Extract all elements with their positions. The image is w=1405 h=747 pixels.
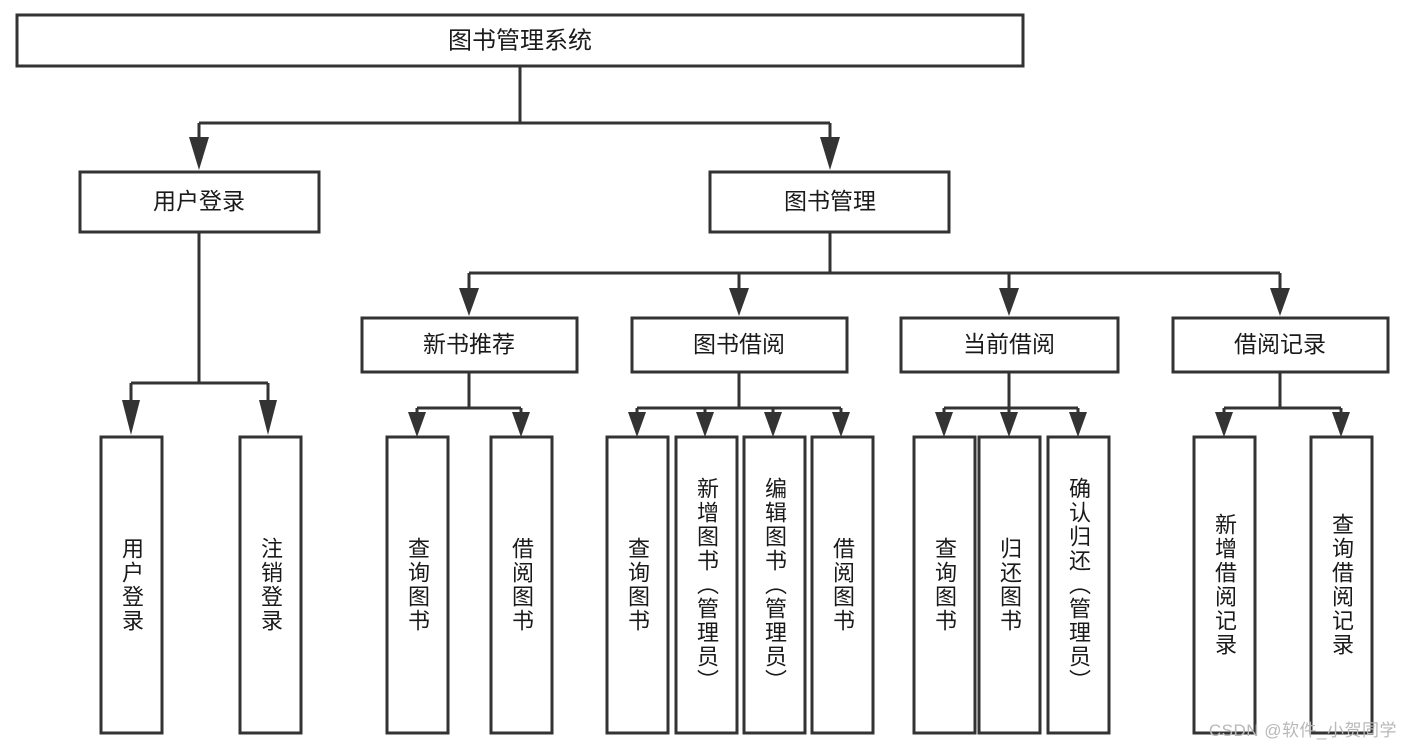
book-management-label: 图书管理 (784, 188, 876, 214)
arrow-head-borrow-record (1270, 288, 1290, 316)
leaf-bb-borrow-book-label: 借阅图书 (830, 537, 856, 633)
leaf-logout-label: 注销登录 (258, 537, 284, 633)
leaf-bb-query-book-label: 查询图书 (625, 537, 651, 633)
arrow-head-cb-leaf-1 (935, 412, 953, 437)
arrow-head-book-borrow (729, 288, 749, 316)
current-borrow-label: 当前借阅 (963, 331, 1055, 357)
leaf-cb-confirm-return-box (1046, 435, 1111, 735)
arrow-head-nb-leaf-2 (512, 412, 530, 437)
arrow-head-user-login (189, 137, 209, 170)
node-book-borrow[interactable]: 图书借阅 (630, 316, 849, 374)
leaf-bb-add-book-box (674, 435, 739, 735)
connectors-borrow-record-to-leaves (1215, 372, 1350, 437)
connectors-book-borrow-to-leaves (628, 372, 850, 437)
connectors-book-mgmt-to-level3 (459, 232, 1290, 316)
node-book-management[interactable]: 图书管理 (708, 170, 951, 234)
new-book-recommend-box (360, 316, 579, 374)
connectors-user-login-to-leaves (122, 232, 277, 435)
leaf-bb-edit-book-label: 编辑图书（管理员） (762, 477, 788, 693)
leaf-cb-return-book-label: 归还图书 (997, 537, 1023, 633)
user-login-label: 用户登录 (153, 188, 245, 214)
node-root-book-management-system[interactable]: 图书管理系统 (15, 13, 1025, 68)
leaf-node-bb-edit-book[interactable]: 编辑图书（管理员） (742, 435, 807, 735)
leaf-node-cb-return-book[interactable]: 归还图书 (977, 435, 1042, 735)
leaf-bb-edit-book-box (742, 435, 807, 735)
leaf-node-bb-borrow-book[interactable]: 借阅图书 (810, 435, 875, 735)
book-management-box (708, 170, 951, 234)
leaf-nb-query-book-box (385, 435, 450, 735)
connectors-current-borrow-to-leaves (935, 372, 1087, 437)
leaf-node-user-login[interactable]: 用户登录 (99, 435, 164, 735)
leaf-br-add-record-box (1192, 435, 1257, 735)
borrow-record-label: 借阅记录 (1234, 331, 1326, 357)
leaf-logout-box (238, 435, 303, 735)
arrow-head-cb-leaf-2 (1000, 412, 1018, 437)
leaf-node-nb-query-book[interactable]: 查询图书 (385, 435, 450, 735)
book-borrow-box (630, 316, 849, 374)
leaf-node-logout[interactable]: 注销登录 (238, 435, 303, 735)
leaf-node-cb-query-book[interactable]: 查询图书 (912, 435, 977, 735)
arrow-head-leaf-user-login (122, 400, 140, 435)
node-current-borrow[interactable]: 当前借阅 (899, 316, 1120, 374)
leaf-br-add-record-label: 新增借阅记录 (1212, 513, 1238, 657)
arrow-head-bb-leaf-3 (764, 412, 782, 437)
arrow-head-book-mgmt (820, 137, 840, 170)
leaf-user-login-label: 用户登录 (119, 537, 145, 633)
current-borrow-box (899, 316, 1120, 374)
arrow-head-bb-leaf-1 (628, 412, 646, 437)
leaf-br-query-record-label: 查询借阅记录 (1329, 513, 1355, 657)
new-book-recommend-label: 新书推荐 (423, 331, 515, 357)
node-new-book-recommend[interactable]: 新书推荐 (360, 316, 579, 374)
leaf-nb-query-book-label: 查询图书 (405, 537, 431, 633)
leaf-node-cb-confirm-return[interactable]: 确认归还（管理员） (1046, 435, 1111, 735)
arrow-head-new-book (459, 288, 479, 316)
leaf-bb-query-book-box (605, 435, 670, 735)
node-user-login[interactable]: 用户登录 (78, 170, 321, 234)
leaf-node-br-query-record[interactable]: 查询借阅记录 (1309, 435, 1374, 735)
leaf-node-nb-borrow-book[interactable]: 借阅图书 (489, 435, 554, 735)
arrow-head-leaf-logout (259, 400, 277, 435)
leaf-cb-query-book-label: 查询图书 (932, 537, 958, 633)
root-box (15, 13, 1025, 68)
arrow-head-br-leaf-1 (1215, 412, 1233, 437)
leaf-bb-add-book-label: 新增图书（管理员） (694, 477, 720, 693)
connectors-new-book-to-leaves (408, 372, 530, 437)
user-login-box (78, 170, 321, 234)
root-label: 图书管理系统 (448, 27, 592, 54)
arrow-head-nb-leaf-1 (408, 412, 426, 437)
arrow-head-cb-leaf-3 (1069, 412, 1087, 437)
leaf-bb-borrow-book-box (810, 435, 875, 735)
leaf-nb-borrow-book-box (489, 435, 554, 735)
leaf-node-bb-add-book[interactable]: 新增图书（管理员） (674, 435, 739, 735)
leaf-node-bb-query-book[interactable]: 查询图书 (605, 435, 670, 735)
book-borrow-label: 图书借阅 (693, 331, 785, 357)
leaf-cb-return-book-box (977, 435, 1042, 735)
leaf-cb-confirm-return-label: 确认归还（管理员） (1066, 477, 1092, 693)
arrow-head-br-leaf-2 (1332, 412, 1350, 437)
connectors-root-to-level2 (189, 66, 840, 170)
leaf-user-login-box (99, 435, 164, 735)
arrow-head-bb-leaf-4 (832, 412, 850, 437)
borrow-record-box (1171, 316, 1390, 374)
node-borrow-record[interactable]: 借阅记录 (1171, 316, 1390, 374)
leaf-nb-borrow-book-label: 借阅图书 (509, 537, 535, 633)
leaf-br-query-record-box (1309, 435, 1374, 735)
leaf-cb-query-book-box (912, 435, 977, 735)
arrow-head-bb-leaf-2 (696, 412, 714, 437)
leaf-node-br-add-record[interactable]: 新增借阅记录 (1192, 435, 1257, 735)
arrow-head-current-borrow (999, 288, 1019, 316)
